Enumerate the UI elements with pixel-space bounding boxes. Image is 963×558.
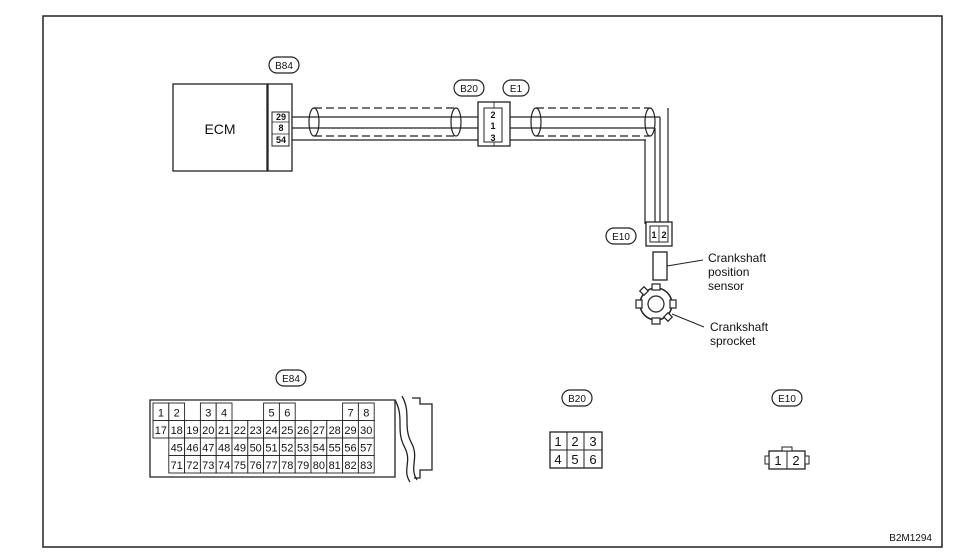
e84-pin-57: 57 [360,443,372,455]
e84-pin-7: 7 [347,408,353,420]
connector-view-b20: 1 2 3 4 5 6 [549,431,603,469]
e84-pin-83-cell [357,455,375,474]
e84-pin-71: 71 [171,460,183,472]
e10-face-pin-2: 2 [792,453,799,468]
ecm-label: ECM [204,121,235,137]
e84-pin-72: 72 [186,460,198,472]
e84-pin-49: 49 [234,443,246,455]
sensor-label-3: sensor [708,279,744,293]
e84-pin-83: 83 [360,460,372,472]
e84-pin-2: 2 [174,408,180,420]
crankshaft-sprocket [635,283,705,328]
e84-pin-27: 27 [313,425,325,437]
e84-pin-53: 53 [297,443,309,455]
e84-pin-50: 50 [250,443,262,455]
b20-face-pin-3: 3 [589,434,596,449]
svg-text:E10: E10 [612,232,630,243]
e84-pin-21: 21 [218,425,230,437]
e84-pin-30: 30 [360,425,372,437]
svg-text:B20: B20 [460,84,478,95]
e84-pin-45: 45 [171,443,183,455]
e84-pin-5: 5 [268,408,274,420]
e84-pin-26: 26 [297,425,309,437]
b20-pin-1: 1 [490,121,495,131]
e84-pin-25: 25 [281,425,293,437]
e84-pin-8: 8 [363,408,369,420]
e84-pin-18: 18 [171,425,183,437]
e84-pin-52: 52 [281,443,293,455]
svg-text:E10: E10 [778,394,796,405]
e84-pin-47: 47 [202,443,214,455]
e84-pin-79: 79 [297,460,309,472]
connector-tag-b20-bottom: B20 [561,389,593,407]
diagram-frame [42,15,943,548]
ecm-pin-29: 29 [276,112,286,122]
b20-face-pin-2: 2 [571,434,578,449]
e84-pin-22: 22 [234,425,246,437]
connector-tag-e10-bottom: E10 [771,389,803,407]
e84-pin-4: 4 [221,408,227,420]
e84-pin-75: 75 [234,460,246,472]
e84-pin-81: 81 [329,460,341,472]
e84-pin-78: 78 [281,460,293,472]
e10-pin-2: 2 [661,230,666,240]
e84-pin-6: 6 [284,408,290,420]
sensor-label-1: Crankshaft [708,251,767,265]
e84-pin-29: 29 [344,425,356,437]
e84-pin-55: 55 [329,443,341,455]
connector-tag-e84: E84 [275,369,307,387]
e84-pin-77: 77 [265,460,277,472]
e84-pin-54: 54 [313,443,325,455]
svg-text:E84: E84 [282,374,300,385]
b20-face-pin-6: 6 [589,452,596,467]
connector-tag-e1: E1 [502,79,530,97]
e84-pin-76: 76 [250,460,262,472]
e84-pin-17: 17 [155,425,167,437]
sprocket-label-2: sprocket [710,334,756,348]
e84-pin-20: 20 [202,425,214,437]
connector-b20-e1: 2 1 3 [477,101,511,147]
b20-face-pin-4: 4 [554,452,561,467]
sensor-label-2: position [708,265,749,279]
wire-harness-e1-to-e10 [510,107,669,224]
ecm-pin-54: 54 [276,135,286,145]
e10-pin-1: 1 [651,230,656,240]
b20-pin-3: 3 [490,133,495,143]
e10-face-pin-1: 1 [774,453,781,468]
sprocket-label-1: Crankshaft [710,320,769,334]
b20-pin-2: 2 [490,110,495,120]
e84-pin-46: 46 [186,443,198,455]
e84-pin-23: 23 [250,425,262,437]
connector-tag-b84: B84 [268,56,300,74]
connector-view-e10: 1 2 [764,446,810,470]
e84-pin-74: 74 [218,460,230,472]
ecm-unit: ECM 29 8 54 [172,83,293,172]
svg-text:E1: E1 [510,84,523,95]
e84-pin-80: 80 [313,460,325,472]
e84-pin-48: 48 [218,443,230,455]
ecm-pin-8: 8 [278,123,283,133]
e84-pin-82: 82 [344,460,356,472]
e84-pin-73: 73 [202,460,214,472]
e84-pin-19: 19 [186,425,198,437]
connector-tag-e10: E10 [605,227,637,245]
e84-pin-51: 51 [265,443,277,455]
e84-pin-56: 56 [344,443,356,455]
svg-text:B20: B20 [568,394,586,405]
e84-pin-1: 1 [158,408,164,420]
wire-harness-ecm-to-b20 [292,107,482,141]
e84-pin-28: 28 [329,425,341,437]
e84-pin-24: 24 [265,425,277,437]
connector-e10: 1 2 [645,221,673,247]
b20-face-pin-1: 1 [554,434,561,449]
svg-text:B84: B84 [275,61,293,72]
connector-tag-b20: B20 [453,79,485,97]
b20-face-pin-5: 5 [571,452,578,467]
crankshaft-position-sensor [652,251,704,281]
figure-code: B2M1294 [889,533,932,544]
e84-pin-3: 3 [205,408,211,420]
